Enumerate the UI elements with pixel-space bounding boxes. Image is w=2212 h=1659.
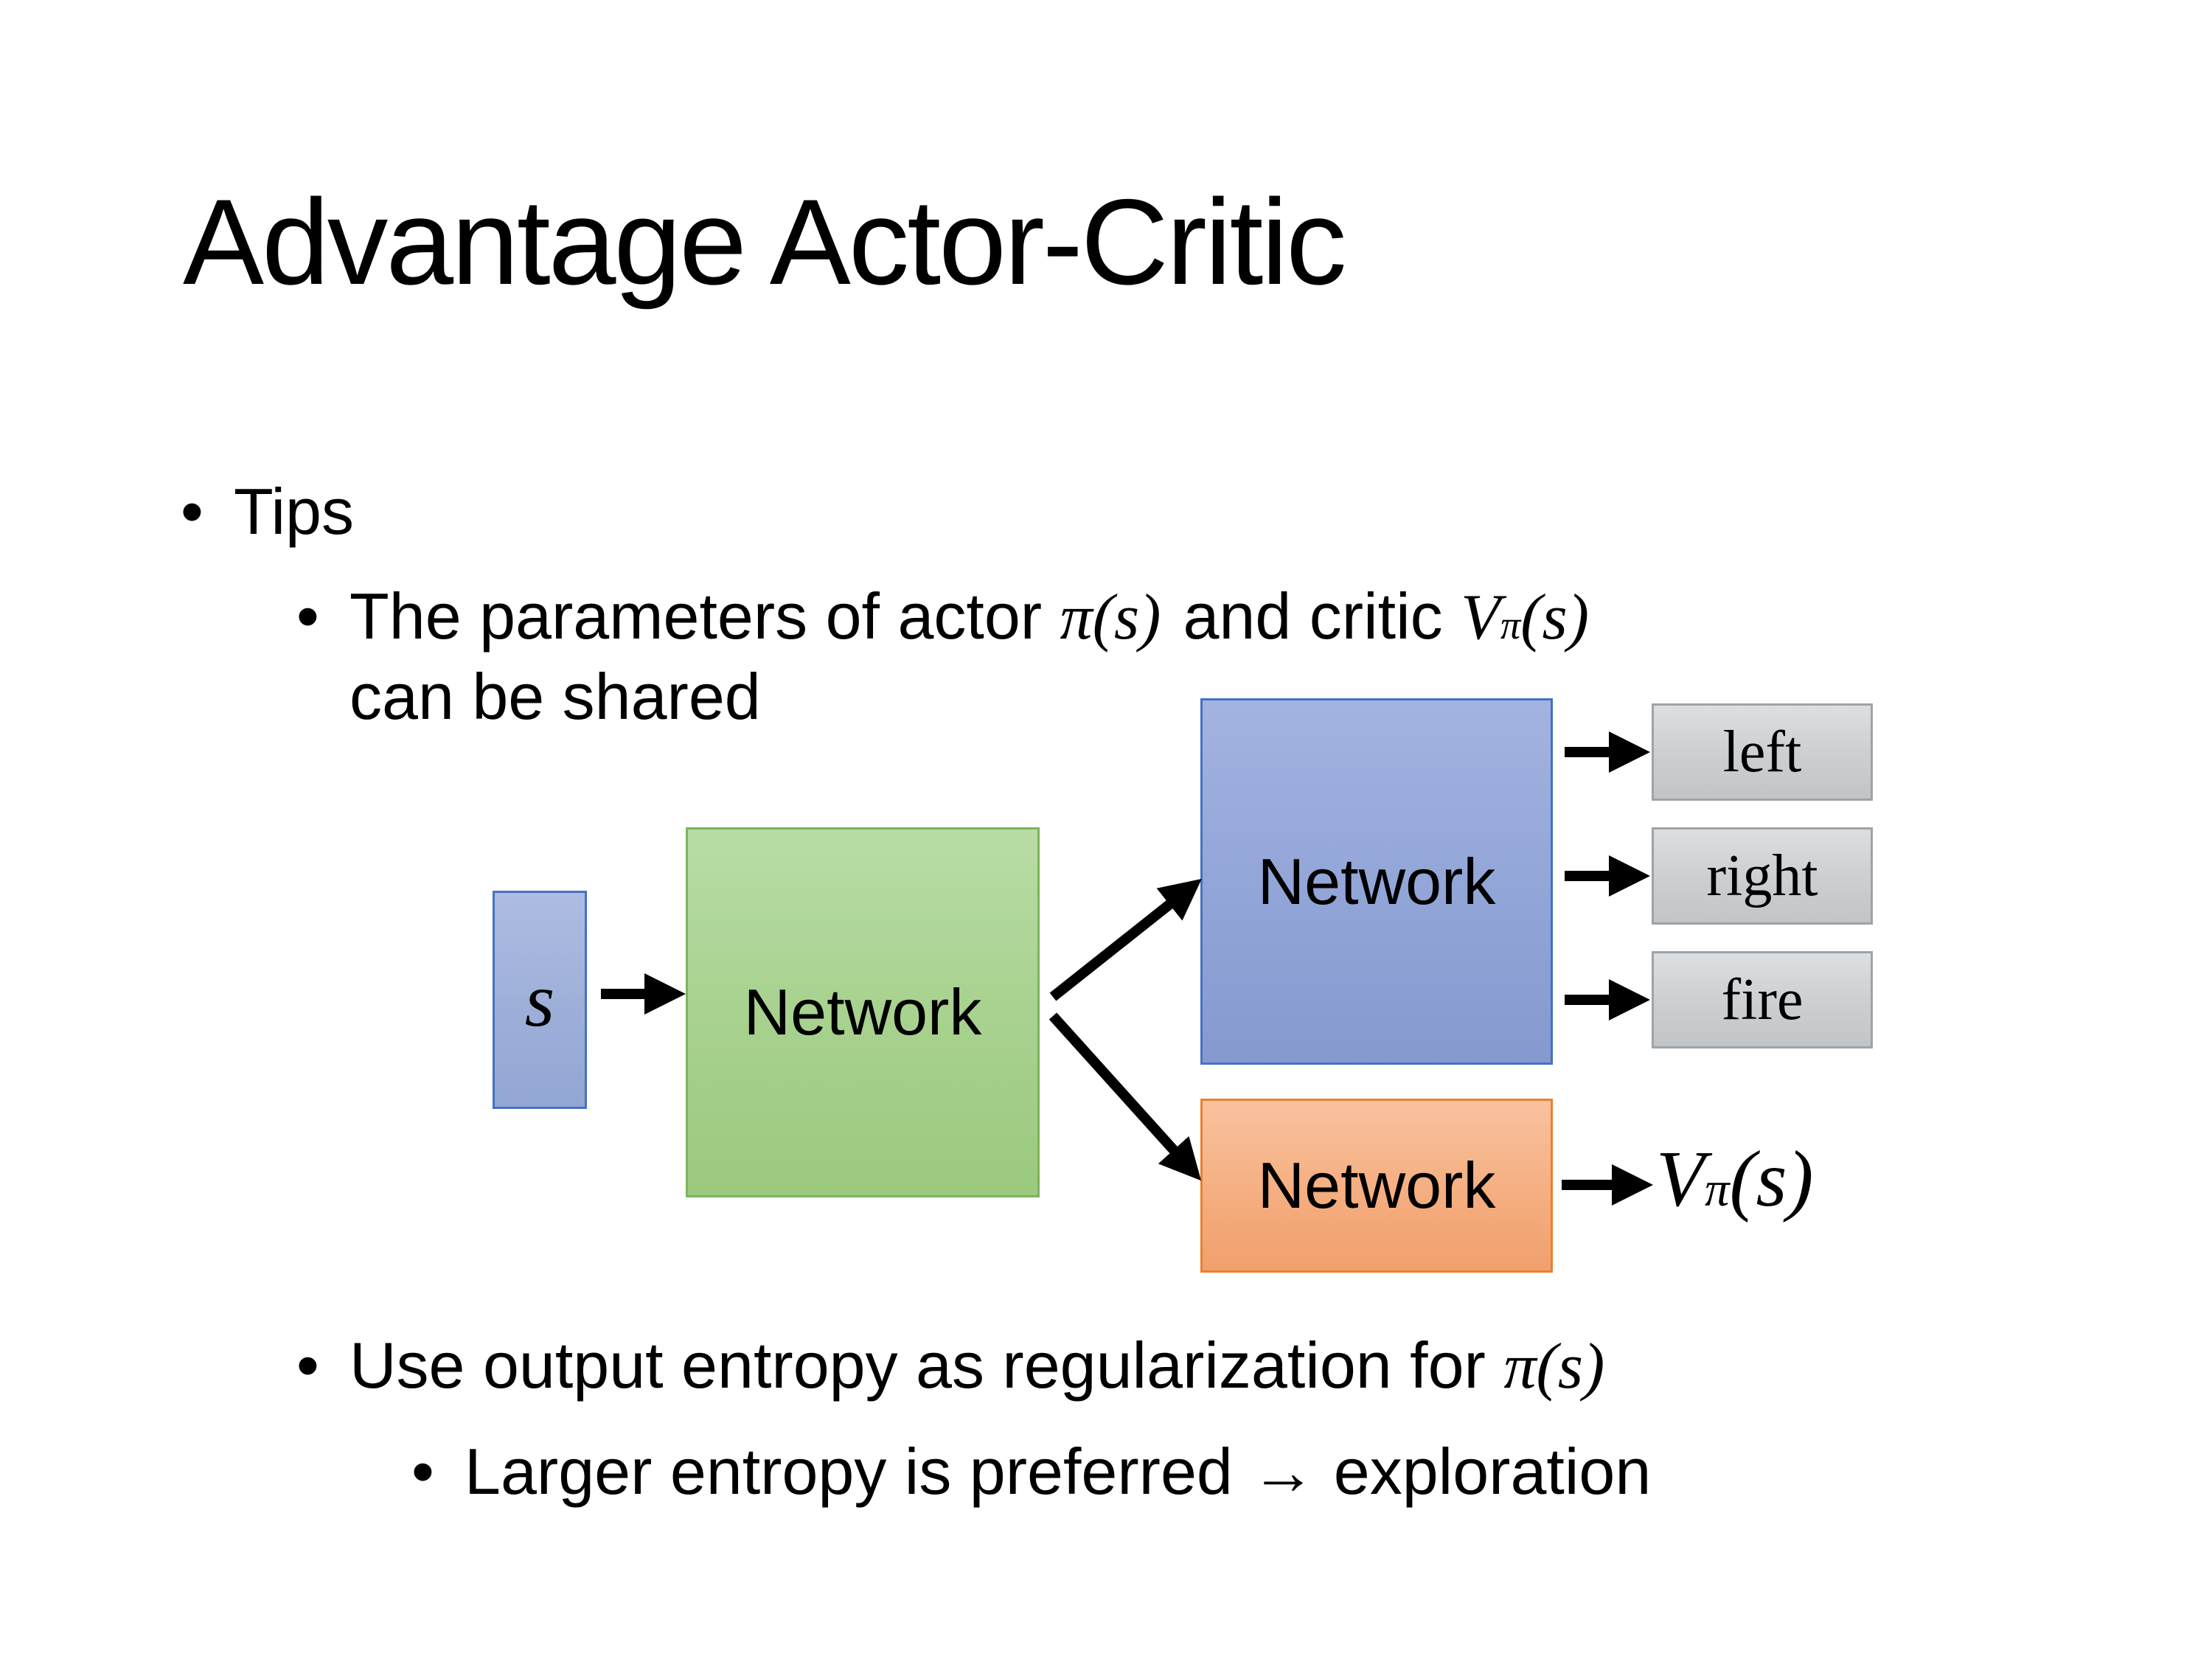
action-right-label: right bbox=[1706, 843, 1818, 908]
critic-output-args: (s) bbox=[1729, 1135, 1814, 1223]
critic-output-label: Vπ(s) bbox=[1656, 1134, 1814, 1225]
action-right-box: right bbox=[1652, 827, 1873, 925]
bullet-shared-parameters: • The parameters of actor π(s) and critic… bbox=[296, 577, 1589, 737]
bullet-shared-text: The parameters of actor π(s) and critic V… bbox=[349, 577, 1589, 737]
action-left-label: left bbox=[1722, 719, 1802, 785]
critic-value-args: (s) bbox=[1520, 582, 1590, 653]
critic-output-sup: π bbox=[1704, 1162, 1730, 1217]
bullet-marker: • bbox=[296, 1329, 319, 1402]
bullet-entropy: • Use output entropy as regularization f… bbox=[296, 1326, 1604, 1406]
critic-value-math: Vπ(s) bbox=[1461, 582, 1589, 653]
state-input-box: s bbox=[493, 891, 587, 1109]
shared-text-line2: can be shared bbox=[349, 660, 761, 734]
bullet-entropy-text: Use output entropy as regularization for… bbox=[349, 1326, 1604, 1406]
state-input-label: s bbox=[524, 957, 555, 1043]
entropy-text-pre: Use output entropy as regularization for bbox=[349, 1329, 1504, 1402]
action-fire-label: fire bbox=[1721, 967, 1804, 1032]
actor-policy-math: π(s) bbox=[1060, 582, 1161, 653]
action-fire-box: fire bbox=[1652, 951, 1873, 1048]
bullet-entropy-sub: • Larger entropy is preferred → explorat… bbox=[411, 1432, 1651, 1511]
entropy-policy-math: π(s) bbox=[1503, 1331, 1605, 1402]
shared-text-mid: and critic bbox=[1183, 580, 1461, 653]
critic-network-box: Network bbox=[1200, 1099, 1553, 1273]
shared-network-box: Network bbox=[686, 827, 1040, 1197]
page-title: Advantage Actor-Critic bbox=[183, 174, 1347, 310]
bullet-tips: • Tips bbox=[181, 472, 354, 551]
action-left-box: left bbox=[1652, 703, 1873, 801]
actor-network-label: Network bbox=[1257, 844, 1496, 918]
arrow-shared-to-critic bbox=[1048, 1012, 1202, 1181]
shared-network-label: Network bbox=[743, 975, 982, 1048]
critic-output-base: V bbox=[1656, 1135, 1705, 1223]
critic-network-label: Network bbox=[1257, 1149, 1496, 1222]
arrow-shared-to-actor bbox=[1049, 878, 1202, 1001]
bullet-entropy-sub-label: Larger entropy is preferred → exploratio… bbox=[465, 1435, 1652, 1508]
bullet-marker: • bbox=[296, 580, 319, 653]
critic-value-base: V bbox=[1461, 582, 1500, 653]
shared-text-pre: The parameters of actor bbox=[349, 580, 1060, 653]
critic-value-sup: π bbox=[1500, 602, 1521, 647]
bullet-marker: • bbox=[181, 475, 204, 548]
actor-network-box: Network bbox=[1200, 698, 1553, 1065]
bullet-marker: • bbox=[411, 1435, 434, 1508]
bullet-tips-label: Tips bbox=[234, 475, 354, 548]
